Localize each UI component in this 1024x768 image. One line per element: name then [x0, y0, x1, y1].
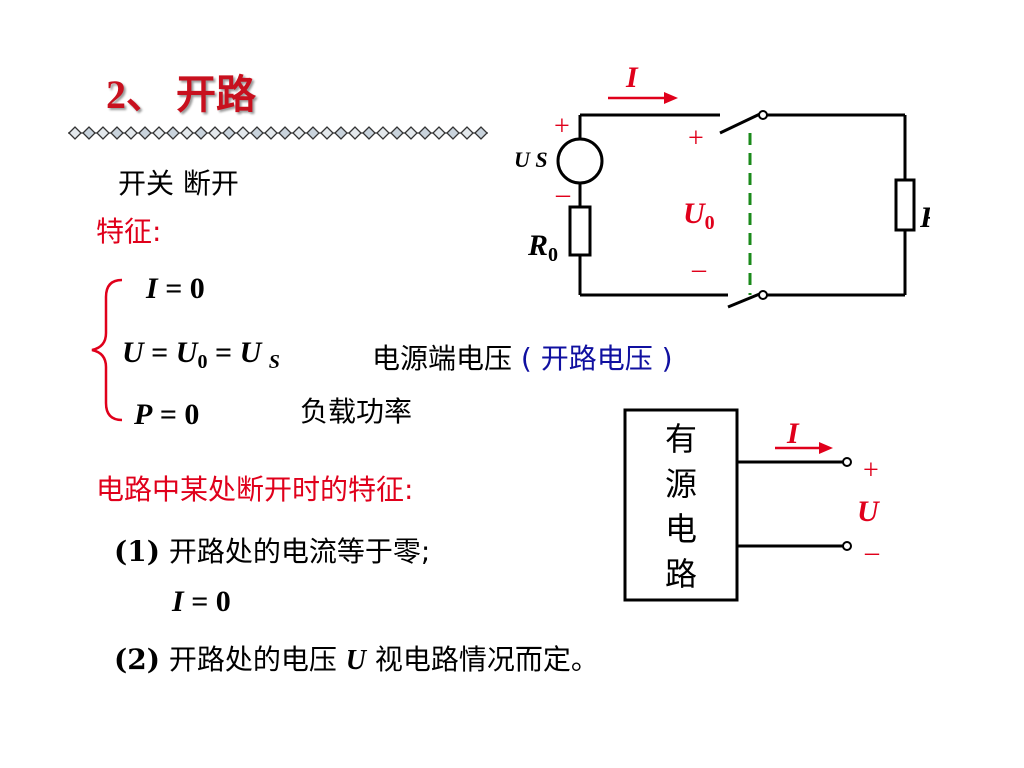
point-1-text: 开路处的电流等于零; [159, 535, 431, 568]
terminal-top [842, 457, 852, 467]
box-char-1: 有 [665, 421, 697, 457]
point-2-number: (2) [114, 643, 160, 676]
divider-diamond [446, 126, 460, 140]
active-network-chars: 有 源 电 路 [665, 421, 697, 592]
divider-diamond [320, 126, 334, 140]
divider-diamond [278, 126, 292, 140]
divider-diamond [166, 126, 180, 140]
divider-diamond [418, 126, 432, 140]
open-circuit-diagram: I + – U S + U0 – R0 R [514, 61, 930, 309]
divider-diamond [110, 126, 124, 140]
box-char-2: 源 [665, 466, 697, 502]
box-current-arrow [775, 442, 833, 454]
source-minus: – [555, 179, 571, 210]
box-voltage-label: U [857, 495, 880, 528]
box-current-label: I [786, 417, 800, 450]
point-1-equation: I = 0 [172, 585, 231, 619]
equation-power: P = 0 [134, 398, 199, 432]
divider-diamond [180, 126, 194, 140]
divider-diamond [222, 126, 236, 140]
eq-eq1: = [143, 336, 176, 369]
divider-diamond [348, 126, 362, 140]
load-label: R [919, 201, 930, 234]
open-circuit-voltage-note: ( 开路电压 ) [520, 342, 673, 375]
internal-resistor [568, 205, 592, 257]
eq-us: U [239, 336, 262, 369]
divider-diamond [306, 126, 320, 140]
point-2-var: U [345, 645, 367, 676]
box-char-3: 电 [665, 511, 697, 547]
divider-diamond [460, 126, 474, 140]
point-2: (2) 开路处的电压 U 视电路情况而定。 [114, 638, 599, 678]
active-network-box [623, 408, 739, 602]
divider-diamond [138, 126, 152, 140]
box-minus: – [864, 537, 880, 568]
point-1-number: (1) [114, 535, 160, 568]
active-network-diagram: 有 源 电 路 I + U – [623, 408, 880, 602]
divider-diamond [292, 126, 306, 140]
divider-diamond [404, 126, 418, 140]
eq-u0-sub: 0 [197, 351, 208, 373]
load-power-label: 负载功率 [300, 395, 413, 428]
divider-diamond [474, 126, 488, 140]
point-2-pre: 开路处的电压 [159, 643, 346, 676]
eq-power-var: P [134, 398, 153, 431]
divider-diamond [68, 126, 82, 140]
switch-top-blade [719, 111, 763, 135]
eq-eq2: = [207, 336, 240, 369]
point-1: (1) 开路处的电流等于零; [114, 530, 430, 570]
box-char-4: 路 [665, 556, 697, 592]
terminal-voltage-label: 电源端电压 [372, 342, 513, 375]
divider-diamond [152, 126, 166, 140]
point-1-eq-rest: = 0 [183, 585, 231, 618]
eq-current-rest: = 0 [157, 272, 205, 305]
point-1-eq-var: I [172, 585, 184, 618]
terminal-voltage-line: 电源端电压 ( 开路电压 ) [372, 337, 673, 377]
source-plus: + [554, 111, 570, 142]
divider-diamond [194, 126, 208, 140]
divider-diamond [334, 126, 348, 140]
features-heading: 特征: [96, 215, 162, 248]
divider-diamond [82, 126, 96, 140]
divider-diamond [208, 126, 222, 140]
divider-diamond [362, 126, 376, 140]
eq-u0: U [175, 336, 198, 369]
source-label: U S [514, 147, 548, 172]
divider-diamond [376, 126, 390, 140]
divider-diamond [264, 126, 278, 140]
curly-brace [91, 278, 123, 422]
eq-us-sub: S [268, 351, 280, 373]
point-2-post: 视电路情况而定。 [366, 643, 599, 676]
break-heading: 电路中某处断开时的特征: [96, 473, 414, 506]
divider-diamond [96, 126, 110, 140]
u0-plus: + [688, 123, 704, 154]
equation-current: I = 0 [146, 272, 205, 306]
switch-bottom-blade [727, 291, 763, 309]
eq-u: U [122, 336, 144, 369]
r0-label: R0 [527, 229, 558, 266]
terminal-bottom [842, 541, 852, 551]
divider-diamond [390, 126, 404, 140]
load-resistor [894, 178, 916, 232]
slide-title: 2、 开路 [106, 72, 256, 117]
eq-power-rest: = 0 [152, 398, 200, 431]
equation-voltage: U = U0 = U S [122, 336, 280, 374]
divider-diamond [236, 126, 250, 140]
voltage-source-symbol [556, 137, 604, 185]
u0-label: U0 [683, 197, 715, 234]
switch-bottom-contact [758, 290, 768, 300]
box-plus: + [863, 455, 879, 486]
circuit-current-label: I [625, 61, 639, 94]
current-arrow [608, 92, 678, 104]
switch-state-label: 开关 断开 [118, 167, 239, 200]
diamond-divider [68, 126, 488, 140]
switch-top-contact [758, 110, 768, 120]
circuit-wires [578, 113, 907, 297]
eq-current-var: I [146, 272, 158, 305]
divider-diamond [432, 126, 446, 140]
divider-diamond [124, 126, 138, 140]
u0-minus: – [691, 254, 707, 285]
divider-diamond [250, 126, 264, 140]
